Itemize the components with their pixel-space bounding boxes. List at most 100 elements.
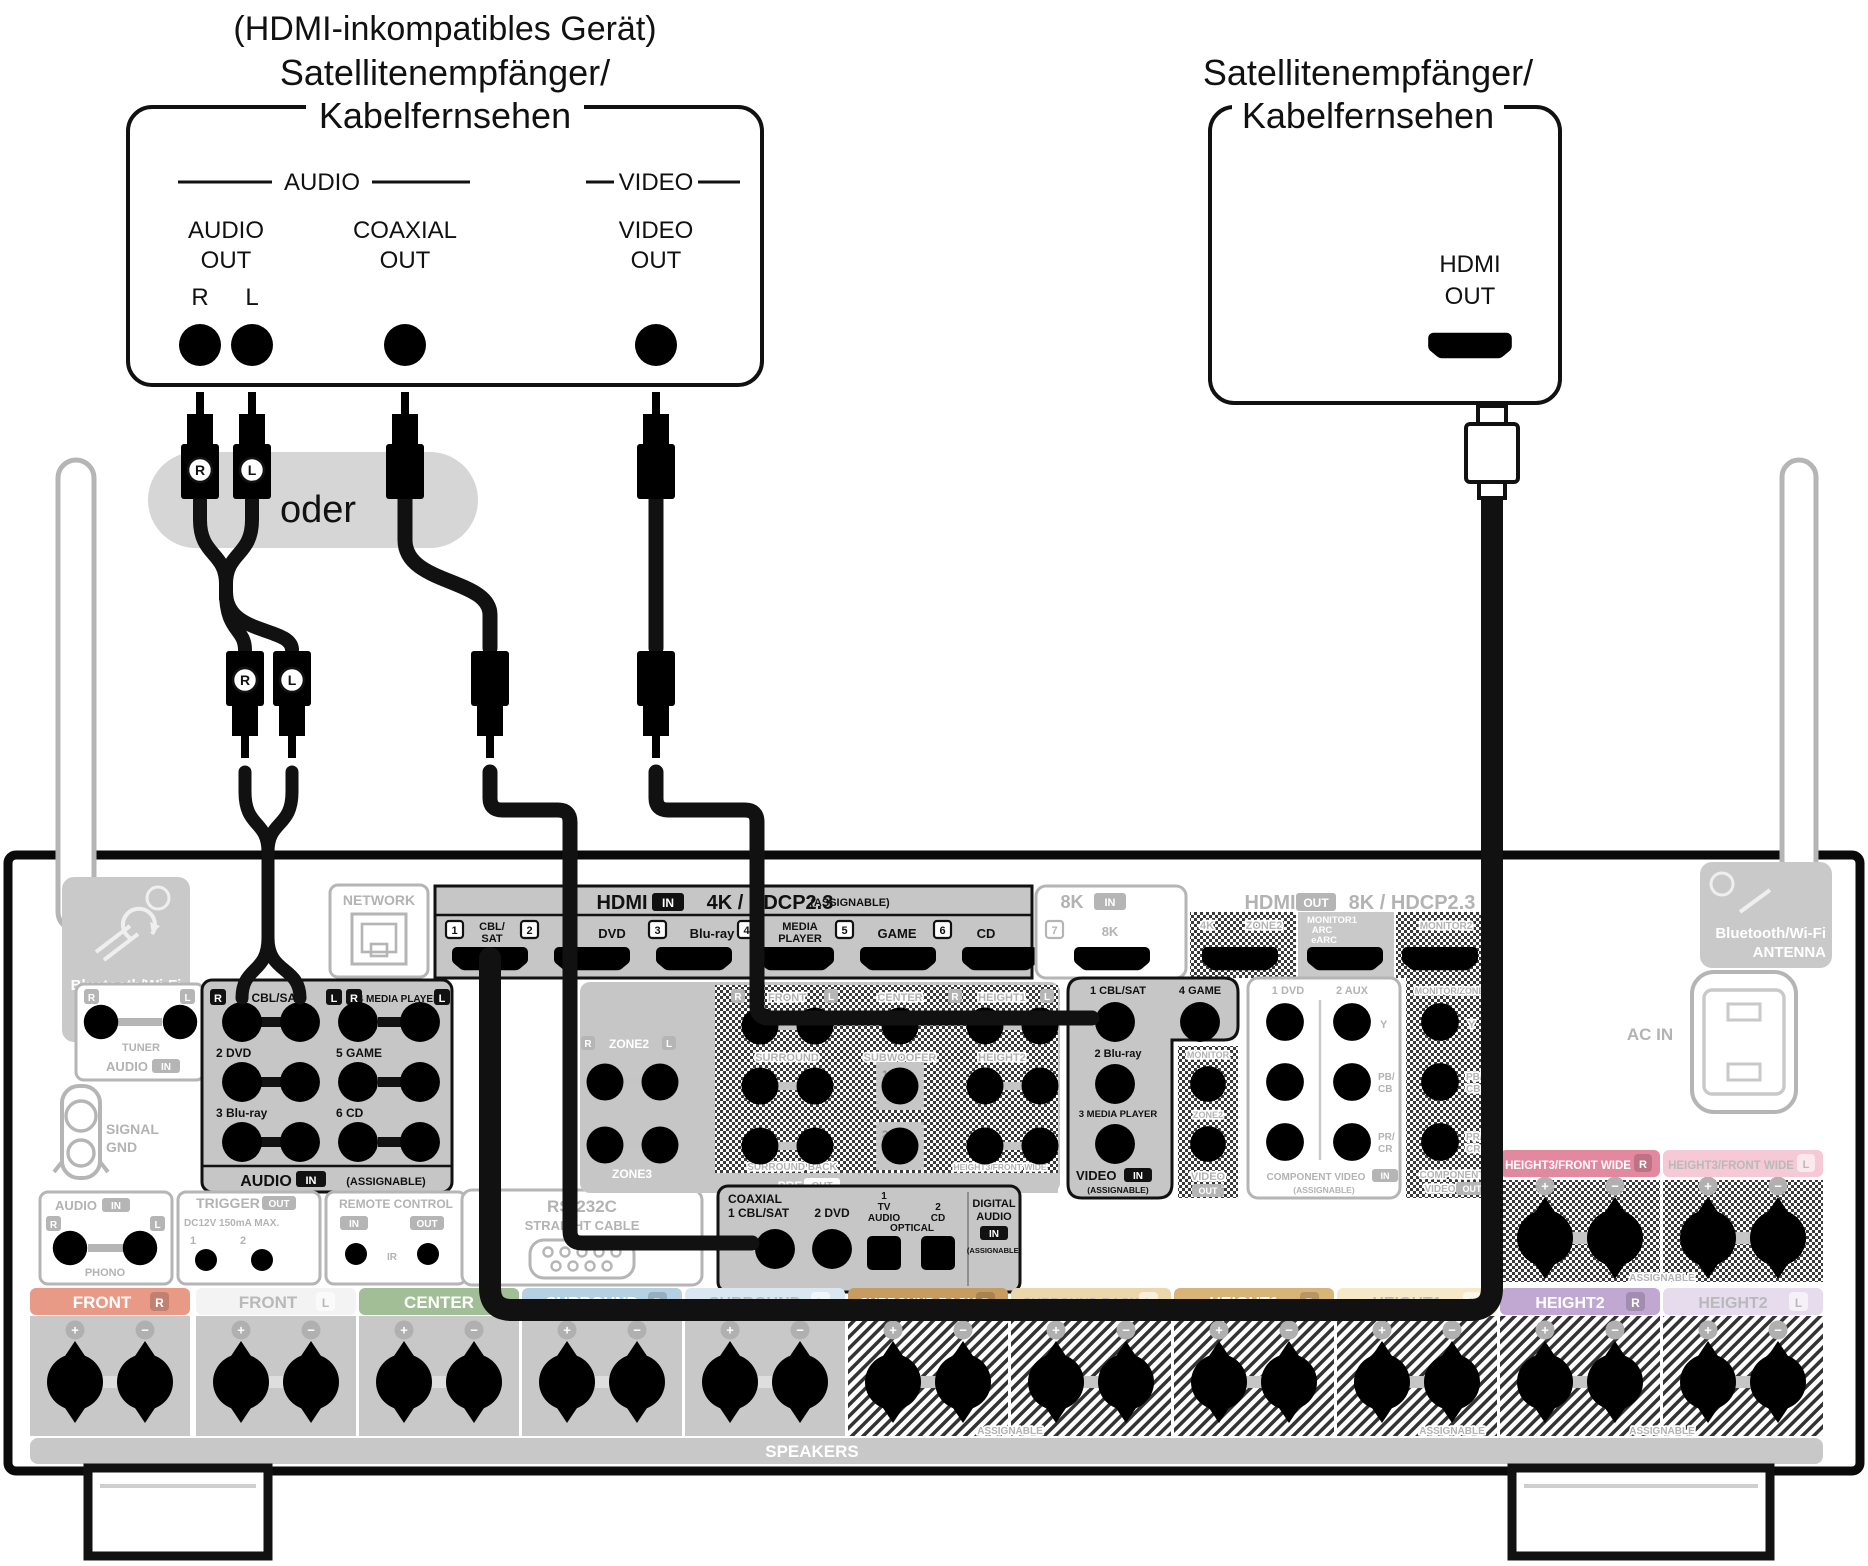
- video-in-assignable: (ASSIGNABLE): [1087, 1185, 1149, 1195]
- trigger-2: 2: [240, 1235, 246, 1247]
- post-cap: −: [627, 1320, 647, 1340]
- polarity-label: −: [141, 1323, 149, 1338]
- hdmi-port-cd: [961, 947, 1039, 971]
- digital-coax-dvd-jack: [812, 1229, 852, 1269]
- preout-height1-label: HEIGHT1: [978, 992, 1026, 1004]
- audio-in-assignable: (ASSIGNABLE): [346, 1176, 426, 1188]
- left-device-title-1: Satellitenempfänger/: [280, 52, 610, 93]
- l-badge: L: [1044, 992, 1050, 1003]
- port-7-number: 7: [1051, 925, 1057, 937]
- component-out-monitor-label: MONITOR/ZONE2: [1415, 986, 1490, 996]
- assignable-label: ASSIGNABLE: [1629, 1273, 1695, 1284]
- hdmi-port-game: [859, 947, 937, 971]
- polarity-label: −: [796, 1323, 804, 1338]
- l-badge: L: [154, 1220, 160, 1231]
- digital-cbl-sat-label: 1 CBL/SAT: [728, 1206, 790, 1220]
- coaxial-out-jack: [384, 324, 426, 366]
- digital-assignable: (ASSIGNABLE): [967, 1246, 1022, 1255]
- polarity-label: −: [1285, 1323, 1293, 1338]
- rs232-sub-label: STRAIGHT CABLE: [525, 1218, 640, 1233]
- audio-in-media-player-label: 4 MEDIA PLAYER: [358, 994, 441, 1005]
- audio-in-cbl-sat-label: 1 CBL/SAT: [241, 991, 303, 1005]
- side: R: [1631, 1296, 1640, 1310]
- digital-audio-block: COAXIAL 1 CBL/SAT 2 DVD 1 TV AUDIO OPTIC…: [716, 1184, 1022, 1294]
- out-badge: [1456, 1182, 1488, 1195]
- in-badge-label: IN: [1381, 1171, 1390, 1181]
- signal-gnd: SIGNAL GND: [52, 1084, 159, 1224]
- audio-in-media-l-jack: [400, 1002, 440, 1042]
- port-2-number: 2: [526, 925, 532, 937]
- polarity-label: −: [1774, 1323, 1782, 1338]
- component-aux-label: 2 AUX: [1336, 985, 1369, 997]
- right-device-title-1: Satellitenempfänger/: [1203, 52, 1533, 93]
- preout-jack: [641, 1063, 679, 1101]
- component-aux-y-jack: [1333, 1003, 1371, 1041]
- preout-jack: [741, 1127, 779, 1165]
- plug-l-letter: L: [288, 672, 297, 688]
- audio-group-label: AUDIO: [284, 169, 360, 196]
- tuner-l-jack: [162, 1004, 198, 1040]
- polarity-label: −: [1448, 1323, 1456, 1338]
- trigger-jack-2: [251, 1249, 273, 1271]
- video-media-player-jack: [1095, 1124, 1135, 1164]
- in-badge-label: IN: [1133, 1171, 1143, 1182]
- video-out-title: VIDEO: [1191, 1171, 1226, 1183]
- polarity-label: −: [1122, 1323, 1130, 1338]
- post-cap: −: [1442, 1320, 1462, 1340]
- rca-plug-yellow-down: [637, 651, 675, 758]
- remote-control-label: REMOTE CONTROL: [339, 1197, 453, 1211]
- left-device: (HDMI-inkompatibles Gerät) Satellitenemp…: [126, 10, 764, 387]
- polarity-label: +: [1052, 1323, 1060, 1338]
- polarity-label: −: [633, 1323, 641, 1338]
- component-out-y-jack: [1421, 1003, 1459, 1041]
- phono-block: AUDIO IN R L PHONO: [38, 1190, 174, 1286]
- hdmi-out-earc-label: eARC: [1311, 935, 1337, 946]
- binding-post: −: [609, 1320, 665, 1423]
- phono-label: PHONO: [85, 1267, 126, 1279]
- component-dvd-pb-jack: [1266, 1063, 1304, 1101]
- port-1-label: CBL/: [479, 921, 505, 933]
- component-out-pr-jack: [1421, 1123, 1459, 1161]
- side: L: [322, 1296, 329, 1310]
- speaker-label-front-l: FRONT L: [196, 1288, 356, 1315]
- tuner-r-jack: [83, 1004, 119, 1040]
- component-out-cb-label: CB: [1466, 1084, 1480, 1095]
- preout-height2-label: HEIGHT2: [978, 1052, 1026, 1064]
- hdmi-out-label-2: OUT: [1445, 283, 1496, 310]
- polarity-label: −: [959, 1323, 967, 1338]
- binding-post: −: [1587, 1320, 1643, 1423]
- preout-jack: [741, 1067, 779, 1105]
- port-6-number: 6: [939, 925, 945, 937]
- binding-post: +: [213, 1320, 269, 1423]
- hdmi-out-port-zone2: [1201, 947, 1279, 971]
- preout-jacks: [586, 1007, 1059, 1165]
- component-aux-pb-jack: [1333, 1063, 1371, 1101]
- out-badge: [1192, 1184, 1224, 1197]
- in-badge: [1372, 1169, 1398, 1182]
- in-badge: [980, 1226, 1008, 1240]
- side: L: [1795, 1296, 1802, 1310]
- tuner-label: TUNER: [122, 1042, 160, 1054]
- label: HEIGHT2: [1698, 1295, 1767, 1312]
- antenna-mount-right: Bluetooth/Wi-Fi ANTENNA: [1700, 862, 1832, 968]
- component-in-assignable: (ASSIGNABLE): [1293, 1185, 1355, 1195]
- preout-jack: [1021, 1127, 1059, 1165]
- hdmi-in-title: HDMI: [596, 892, 647, 914]
- audio-cable-l-lower: [261, 765, 307, 1005]
- binding-post: +: [1517, 1176, 1573, 1279]
- audio-out-r-jack: [179, 324, 221, 366]
- post-cap: −: [301, 1320, 321, 1340]
- digital-tv-audio-label: AUDIO: [868, 1213, 900, 1224]
- coaxial-cable-lower: [482, 764, 760, 1251]
- label: HEIGHT3/FRONT WIDE: [1505, 1160, 1631, 1172]
- component-out-title-2: VIDEO: [1424, 1184, 1455, 1195]
- wifi-antenna-right: [1779, 457, 1819, 918]
- video-media-player-label: 3 MEDIA PLAYER: [1079, 1109, 1158, 1120]
- digital-coaxial-label: COAXIAL: [728, 1192, 782, 1206]
- component-pr-label: PR/: [1378, 1132, 1395, 1143]
- remote-out-jack: [417, 1243, 439, 1265]
- l-badge: L: [666, 1039, 672, 1050]
- network-block: NETWORK: [328, 883, 430, 979]
- video-group-label: VIDEO: [619, 169, 694, 196]
- rca-plug-orange-up: [386, 392, 424, 499]
